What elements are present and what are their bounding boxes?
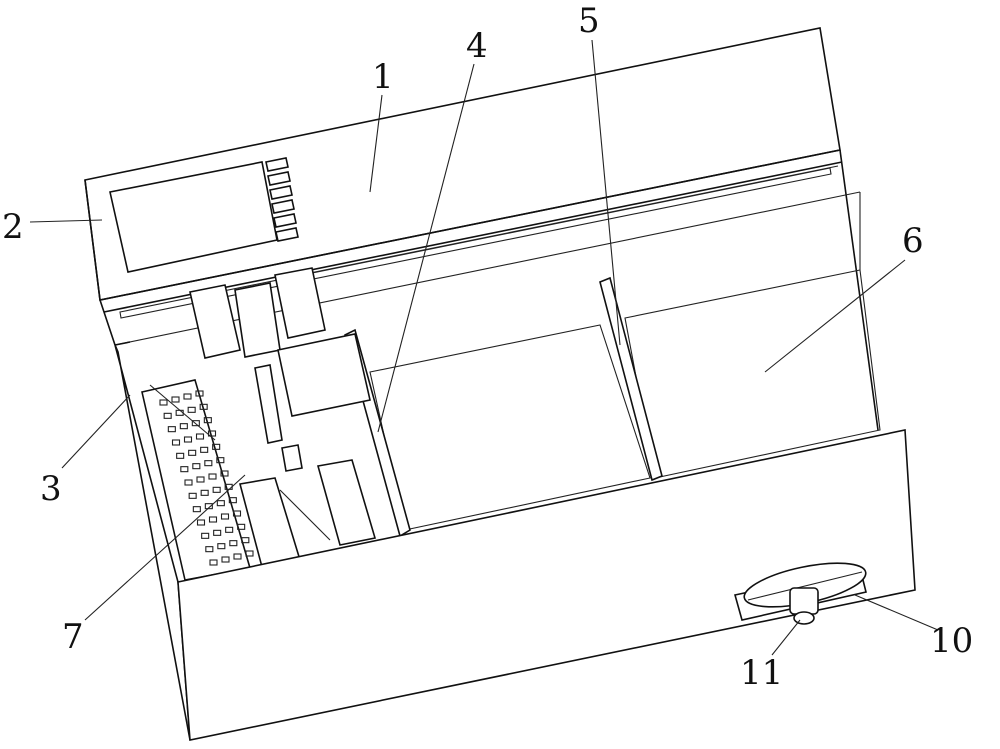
label-4: 4: [466, 26, 488, 66]
label-3: 3: [40, 469, 62, 509]
label-10: 10: [930, 621, 973, 661]
label-2: 2: [2, 207, 24, 247]
label-11: 11: [740, 653, 783, 693]
label-7: 7: [62, 617, 84, 657]
label-5: 5: [578, 1, 600, 41]
partition-right: [600, 278, 662, 480]
label-1: 1: [372, 57, 394, 97]
label-6: 6: [902, 221, 924, 261]
